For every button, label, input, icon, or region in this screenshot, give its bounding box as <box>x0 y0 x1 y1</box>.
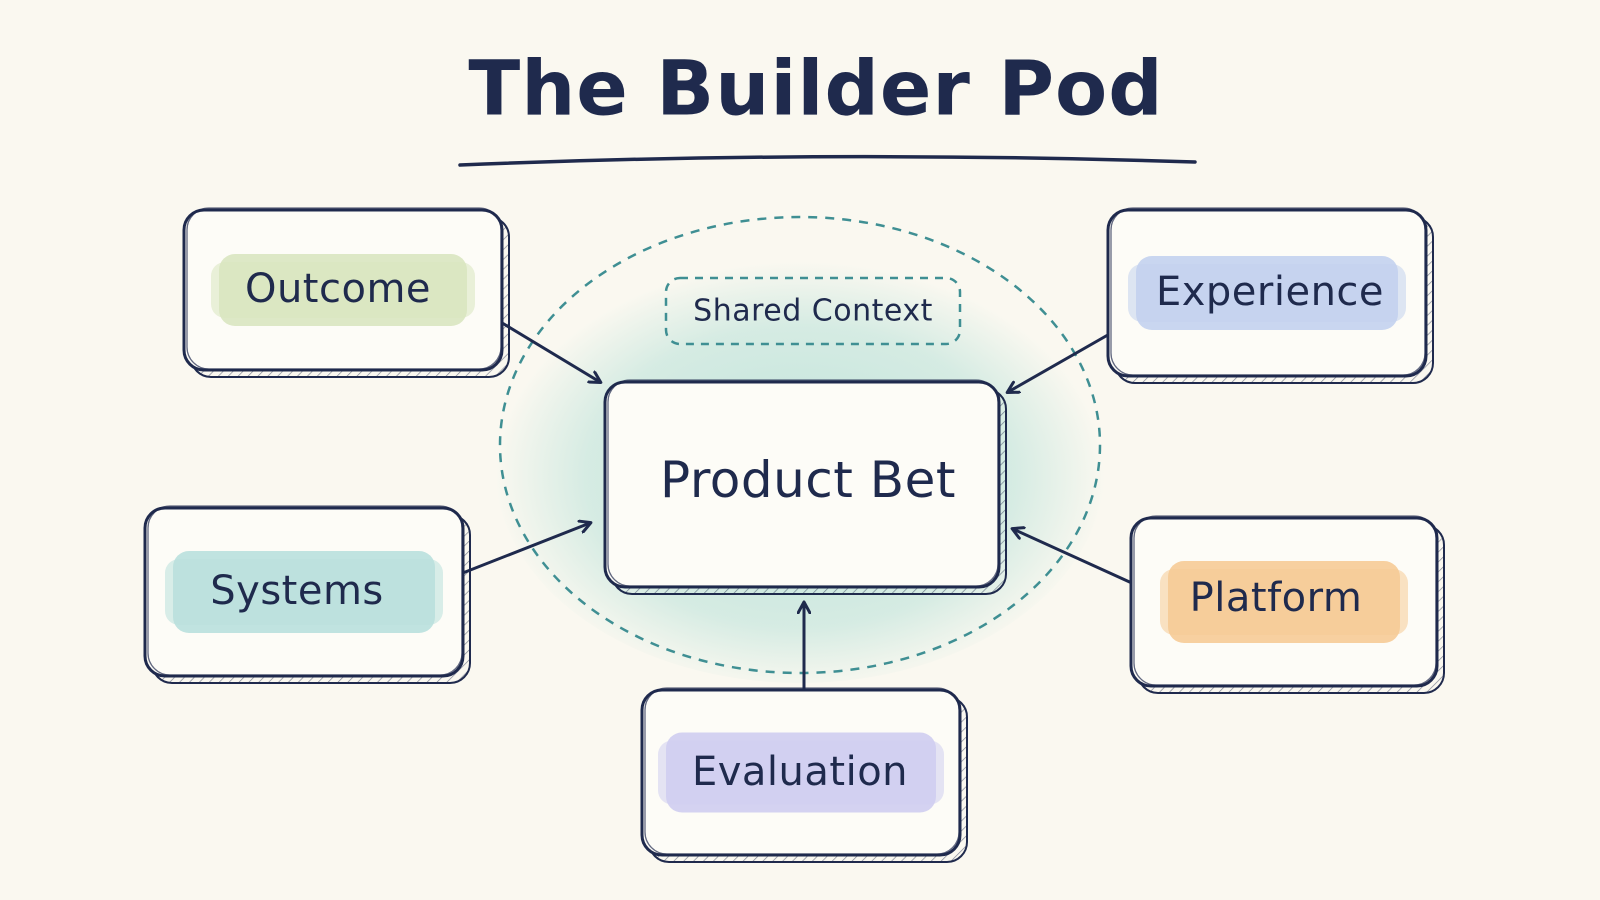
node-swatch-wash-systems <box>165 559 443 625</box>
node-box-center <box>603 379 1007 595</box>
node-swatch-wash-platform <box>1160 569 1408 635</box>
node-sketch-line-evaluation <box>644 687 960 855</box>
node-label-evaluation: Evaluation <box>691 749 909 795</box>
node-label-platform: Platform <box>1189 575 1363 621</box>
node-box-platform <box>1129 515 1445 694</box>
node-boxes <box>143 207 1445 863</box>
title-underline <box>458 154 1197 167</box>
node-box-evaluation <box>640 687 968 863</box>
node-sketch-line-center <box>607 379 999 587</box>
node-box-outcome <box>182 207 510 378</box>
arrow-systems-to-center <box>448 523 590 580</box>
node-box-experience <box>1106 207 1434 384</box>
node-sketch-line-platform <box>1133 515 1437 686</box>
center-node-label: Product Bet <box>660 451 956 509</box>
context-tag-box <box>664 276 962 346</box>
arrow-experience-to-center <box>1008 330 1115 392</box>
node-sketch-line-experience <box>1110 207 1426 376</box>
node-sketch-line-outcome <box>186 207 502 370</box>
node-box-systems <box>143 505 471 684</box>
node-swatch-wash-evaluation <box>658 740 944 805</box>
node-swatch-wash-outcome <box>211 262 475 318</box>
shared-context-label: Shared Context <box>693 293 933 329</box>
context-boundary <box>498 215 1102 675</box>
node-sketch-line-systems <box>147 505 463 676</box>
node-swatch-wash-experience <box>1128 264 1406 322</box>
node-frame-center <box>603 380 1001 589</box>
arrow-platform-to-center <box>1013 529 1136 586</box>
page-title: The Builder Pod <box>468 43 1164 133</box>
node-label-systems: Systems <box>210 568 384 614</box>
node-label-experience: Experience <box>1155 269 1385 315</box>
node-label-outcome: Outcome <box>244 266 432 312</box>
